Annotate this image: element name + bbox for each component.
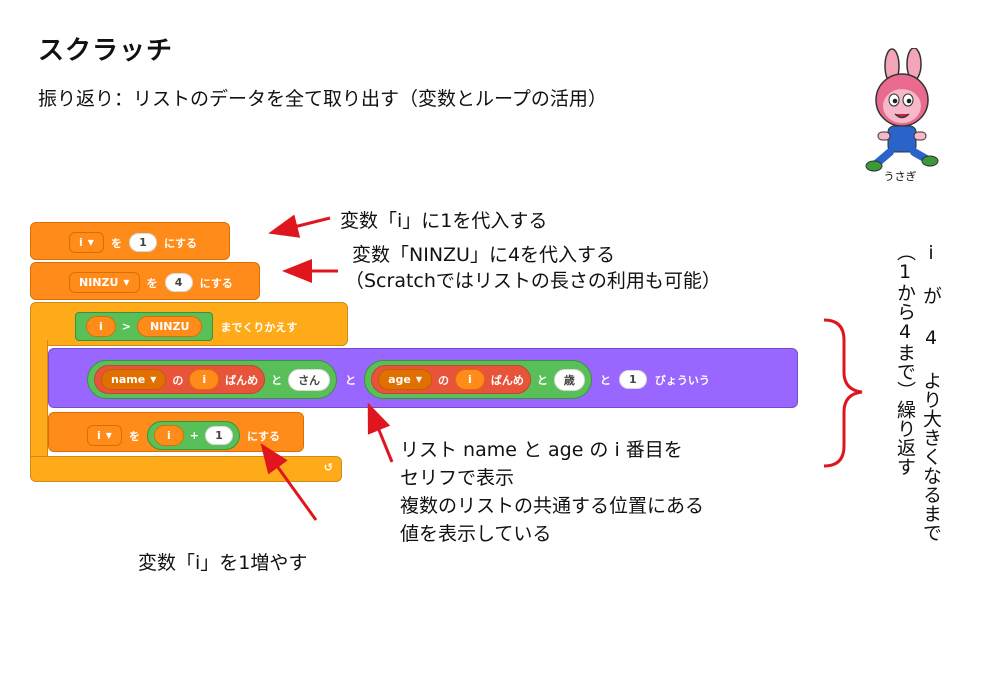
- set-i-wo-label: を: [110, 236, 122, 250]
- index-reporter-1[interactable]: i: [189, 369, 220, 390]
- to-label-3: と: [536, 373, 548, 387]
- repeat-left-reporter[interactable]: i: [86, 316, 116, 337]
- annotation-loop: i が 4 より大きくなるまで （1から4まで）繰り返す: [890, 242, 950, 562]
- repeat-until-arm: [30, 340, 48, 458]
- set-ninzu-suru-label: にする: [199, 276, 233, 290]
- annotation-increment: 変数「i」を1増やす: [138, 552, 308, 574]
- annotation-say-line-4: 値を表示している: [400, 523, 552, 545]
- plus-operator[interactable]: i + 1: [146, 421, 240, 450]
- rabbit-mascot-icon: [865, 48, 939, 172]
- loop-arrow-icon: ↺: [323, 461, 333, 474]
- item-of-list-2[interactable]: age ▼ の i ばんめ: [371, 365, 531, 394]
- set-i-value-input[interactable]: 1: [128, 233, 157, 252]
- annotation-say-line-2: セリフで表示: [400, 467, 515, 489]
- annotation-say: リスト name と age の i 番目を セリフで表示 複数のリストの共通す…: [400, 436, 704, 548]
- chevron-down-icon: ▼: [123, 278, 130, 287]
- annotation-set-ninzu-1: 変数「NINZU」に4を代入する: [352, 244, 616, 266]
- say-for-secs-block[interactable]: name ▼ の i ばんめ と さん と age ▼ の: [48, 348, 798, 408]
- set-i-block[interactable]: i ▼ を 1 にする: [30, 222, 230, 260]
- loop-brace: [823, 318, 863, 468]
- chevron-down-icon: ▼: [150, 375, 157, 384]
- plus-right-input[interactable]: 1: [204, 426, 233, 445]
- repeat-until-label: までくりかえす: [220, 320, 298, 334]
- list2-name: age: [388, 373, 411, 386]
- set-ninzu-var-name: NINZU: [79, 276, 119, 289]
- set-i-increment-block[interactable]: i ▼ を i + 1 にする: [48, 412, 304, 452]
- sai-text-input[interactable]: 歳: [553, 368, 585, 391]
- arrow-increment: [260, 443, 318, 521]
- arrow-set-i: [268, 214, 331, 238]
- set-ninzu-var-dropdown[interactable]: NINZU ▼: [69, 272, 140, 293]
- set-ninzu-value-input[interactable]: 4: [164, 273, 193, 292]
- list-age-dropdown[interactable]: age ▼: [378, 369, 433, 390]
- set-i-var-dropdown[interactable]: i ▼: [69, 232, 104, 253]
- annotation-loop-col-2: （1から4まで）繰り返す: [894, 242, 916, 476]
- arrow-say: [367, 402, 394, 463]
- index-reporter-2[interactable]: i: [455, 369, 485, 390]
- annotation-set-ninzu-2: （Scratchではリストの長さの利用も可能）: [345, 270, 721, 292]
- join-outer-2[interactable]: age ▼ の i ばんめ と 歳: [364, 360, 592, 399]
- chevron-down-icon: ▼: [87, 238, 94, 247]
- annotation-say-line-3: 複数のリストの共通する位置にある: [400, 495, 705, 517]
- greater-than-symbol: >: [121, 320, 131, 333]
- item-of-list-1[interactable]: name ▼ の i ばんめ: [94, 365, 266, 394]
- no-label-2: の: [438, 373, 450, 387]
- list1-name: name: [111, 373, 146, 386]
- join-outer-1[interactable]: name ▼ の i ばんめ と さん: [87, 360, 338, 399]
- san-text-input[interactable]: さん: [288, 368, 331, 391]
- repeat-until-block[interactable]: i > NINZU までくりかえす: [30, 302, 348, 346]
- byou-label: びょういう: [654, 373, 710, 387]
- annotation-set-i: 変数「i」に1を代入する: [340, 210, 548, 232]
- greater-than-operator[interactable]: i > NINZU: [75, 312, 214, 341]
- set-ninzu-wo-label: を: [146, 276, 158, 290]
- mascot-label: うさぎ: [883, 170, 917, 183]
- repeat-until-bottom: ↺: [30, 456, 342, 482]
- plus-symbol: +: [189, 429, 199, 442]
- chevron-down-icon: ▼: [105, 431, 112, 440]
- set-ninzu-block[interactable]: NINZU ▼ を 4 にする: [30, 262, 260, 300]
- to-label-4: と: [599, 373, 611, 387]
- repeat-right-reporter[interactable]: NINZU: [137, 316, 203, 337]
- set-i-var-name: i: [79, 236, 83, 249]
- to-label-1: と: [271, 373, 283, 387]
- page-subtitle: 振り返り：リストのデータを全て取り出す（変数とループの活用）: [38, 88, 607, 110]
- to-label-2: と: [345, 373, 357, 387]
- no-label-1: の: [172, 373, 184, 387]
- set-i-suru-label: にする: [163, 236, 198, 250]
- increment-wo-label: を: [128, 429, 140, 443]
- increment-suru-label: にする: [246, 429, 281, 443]
- plus-left-reporter[interactable]: i: [153, 425, 184, 446]
- banme-label-2: ばんめ: [490, 373, 524, 387]
- banme-label-1: ばんめ: [225, 373, 259, 387]
- secs-input[interactable]: 1: [618, 370, 647, 389]
- page-title: スクラッチ: [38, 36, 174, 66]
- annotation-say-line-1: リスト name と age の i 番目を: [400, 439, 683, 461]
- list-name-dropdown[interactable]: name ▼: [101, 369, 167, 390]
- increment-var-dropdown[interactable]: i ▼: [87, 425, 122, 446]
- annotation-loop-col-1: i が 4 より大きくなるまで: [920, 242, 942, 542]
- chevron-down-icon: ▼: [415, 375, 423, 384]
- increment-var-name: i: [97, 429, 101, 442]
